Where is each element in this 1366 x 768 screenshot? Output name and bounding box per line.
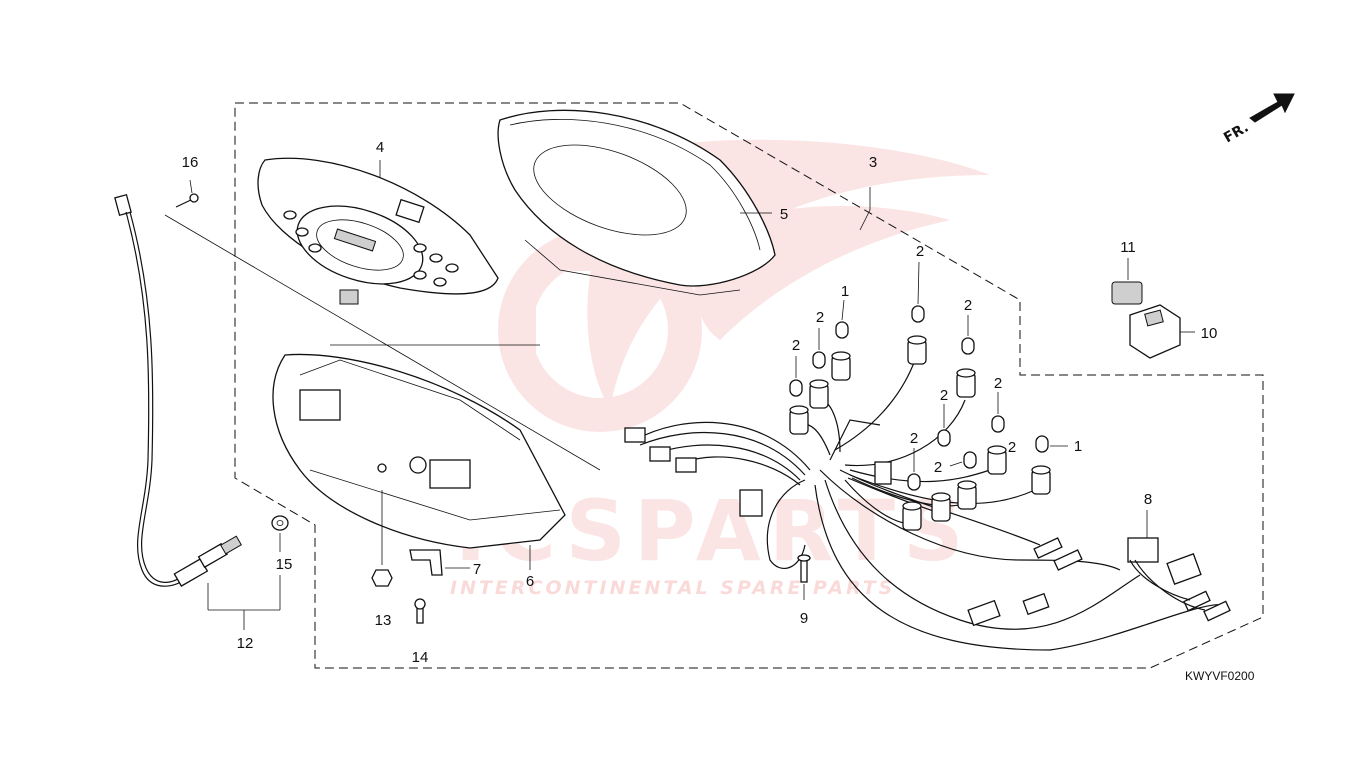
callout-2: 2 (910, 430, 918, 447)
callout-13: 13 (375, 612, 392, 629)
bulb (991, 392, 1005, 433)
bulb (937, 404, 951, 447)
bulb (911, 261, 925, 323)
part-5-meter-lens (497, 109, 776, 296)
callout-12: 12 (237, 635, 254, 652)
front-arrow-icon (1249, 93, 1295, 123)
bulb-socket (1031, 465, 1051, 495)
part-13-nut (371, 490, 393, 587)
callout-8: 8 (1144, 491, 1152, 508)
callout-2: 2 (994, 375, 1002, 392)
part-9-screw (797, 554, 811, 600)
callout-2: 2 (916, 243, 924, 260)
callout-14: 14 (412, 649, 429, 666)
bulb-socket (956, 368, 976, 398)
callout-2: 2 (816, 309, 824, 326)
part-8-connector (1127, 510, 1231, 622)
callout-7: 7 (473, 561, 481, 578)
callout-1: 1 (841, 283, 849, 300)
bulb (949, 451, 977, 469)
bulb-socket (957, 480, 977, 510)
watermark-tagline: INTERCONTINENTAL SPARE PARTS (450, 577, 895, 599)
callout-2: 2 (1008, 439, 1016, 456)
part-15-washer (271, 515, 289, 552)
bulb-socket (931, 492, 951, 522)
callout-2: 2 (792, 337, 800, 354)
part-16-screw (175, 179, 199, 208)
part-7-bracket (409, 549, 470, 576)
part-12-speedometer-cable (114, 193, 281, 630)
callout-labels: 1 1 2 2 2 2 2 2 2 2 2 3 4 5 6 7 8 9 10 1… (182, 139, 1218, 666)
bulb-socket (987, 445, 1007, 475)
part-14-screw (414, 598, 426, 624)
callout-16: 16 (182, 154, 199, 171)
front-direction-indicator: FR. (1221, 93, 1295, 147)
bulb (835, 299, 849, 339)
part-10-relay (1129, 304, 1195, 359)
bulb-socket (831, 351, 851, 381)
part-6-meter-case (272, 344, 566, 570)
bulb (961, 315, 975, 355)
callout-1: 1 (1074, 438, 1082, 455)
part-11-cap (1111, 258, 1143, 305)
bulb-socket (907, 335, 927, 365)
callout-4: 4 (376, 139, 384, 156)
callout-10: 10 (1201, 325, 1218, 342)
callout-5: 5 (780, 206, 788, 223)
callout-11: 11 (1120, 239, 1136, 256)
part-4-meter-panel (164, 157, 601, 471)
bulb (812, 328, 826, 369)
callout-2: 2 (964, 297, 972, 314)
bulb-socket (902, 501, 922, 531)
callout-6: 6 (526, 573, 534, 590)
callout-2: 2 (934, 459, 942, 476)
bulb (907, 448, 921, 491)
bulbs (789, 261, 1068, 491)
bulb-socket (809, 379, 829, 409)
bulb (1035, 435, 1068, 453)
bulb (789, 356, 803, 397)
part-3-wire-harness (624, 187, 1226, 651)
callout-2: 2 (940, 387, 948, 404)
callout-15: 15 (276, 556, 293, 573)
assembly-outline (234, 102, 1264, 669)
bulb-socket (789, 405, 809, 435)
diagram-code: KWYVF0200 (1185, 669, 1255, 683)
callout-9: 9 (800, 610, 808, 627)
callout-3: 3 (869, 154, 877, 171)
front-label: FR. (1221, 120, 1251, 147)
